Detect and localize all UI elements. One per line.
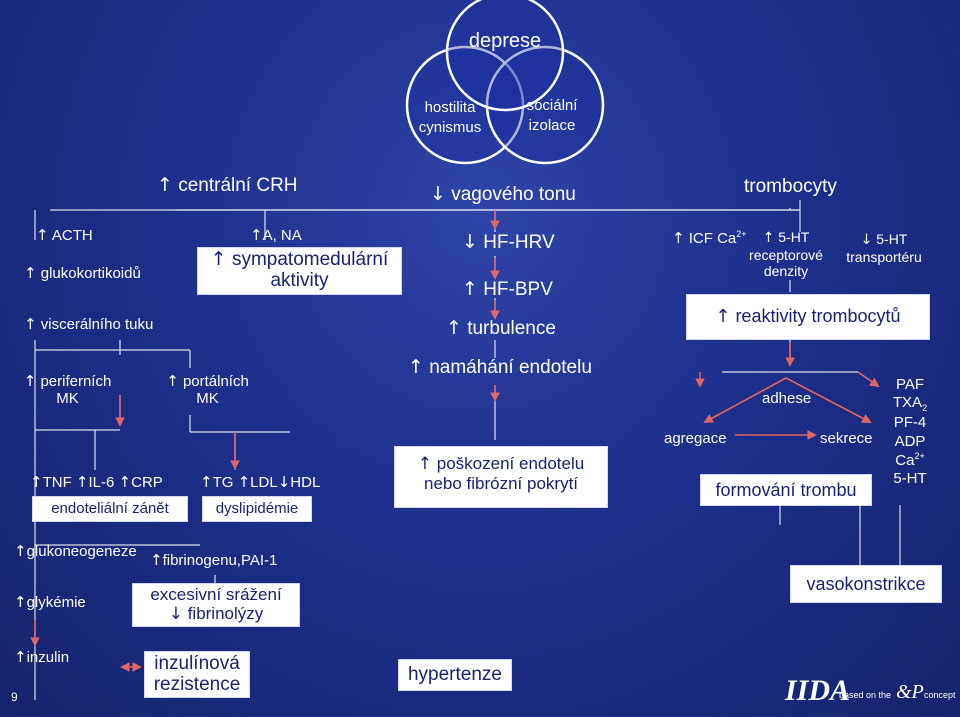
turbulence: ↑ turbulence xyxy=(446,317,556,339)
logo-brand: IIDA xyxy=(784,674,850,707)
vasoconstriction-box: vasokonstrikce xyxy=(790,565,942,603)
logo-ampersand: &P xyxy=(896,681,924,703)
up-icon: ↑ xyxy=(237,473,251,491)
up-icon: ↑ xyxy=(200,473,213,491)
up-icon: ↑ xyxy=(36,226,49,244)
glycemia-label: ↑glykémie xyxy=(14,593,86,611)
logo-based-on: based on the xyxy=(839,690,891,700)
fibrinogen-label: ↑fibrinogenu,PAI-1 xyxy=(150,551,278,569)
mediators-list: PAF TXA2 PF-4 ADP Ca2+ 5-HT xyxy=(892,376,928,488)
iida-logo: IIDA based on the &P concept xyxy=(781,668,956,712)
up-icon: ↑ xyxy=(210,248,227,270)
up-icon: ↑ xyxy=(14,542,27,560)
peripheral-mk-label: ↑ periferních MK xyxy=(23,372,112,408)
up-icon: ↑ xyxy=(715,306,731,327)
up-icon: ↑ xyxy=(118,473,132,491)
platelets-title: trombocyty xyxy=(744,176,837,197)
down-icon: ↓ xyxy=(277,473,291,491)
icf-ca-label: ↑ ICF Ca2+ xyxy=(672,229,747,247)
vagal-tone: ↓ vagového tonu xyxy=(430,183,576,205)
inflammation-markers: ↑TNF ↑IL-6 ↑CRP xyxy=(30,473,163,491)
endothelial-stress: ↑ namáhání endotelu xyxy=(408,356,592,378)
adhesion-label: adhese xyxy=(762,390,812,407)
up-icon: ↑ xyxy=(157,174,173,196)
hf-hrv: ↓ HF-HRV xyxy=(462,231,555,253)
reactivity-box: ↑ reaktivity trombocytů xyxy=(686,294,930,340)
secretion-label: sekrece xyxy=(820,430,873,447)
acth-label: ↑ ACTH xyxy=(36,226,93,244)
up-icon: ↑ xyxy=(23,372,37,390)
up-icon: ↑ xyxy=(30,473,43,491)
down-icon: ↓ xyxy=(860,232,873,248)
up-icon: ↑ xyxy=(408,356,424,378)
visceral-fat-label: ↑ viscerálního tuku xyxy=(24,315,154,333)
up-icon: ↑ xyxy=(446,317,462,339)
down-icon: ↓ xyxy=(430,183,446,205)
up-icon: ↑ xyxy=(762,230,775,246)
sympathetic-box: ↑ sympatomedulární aktivity xyxy=(197,247,402,295)
down-icon: ↓ xyxy=(462,231,478,253)
logo-concept: concept xyxy=(924,690,956,700)
thrombus-box: formování trombu xyxy=(700,474,872,506)
portal-mk-label: ↑ portálních MK xyxy=(166,372,249,408)
up-icon: ↑ xyxy=(250,226,263,244)
up-icon: ↑ xyxy=(150,551,163,569)
insulin-label: ↑inzulin xyxy=(14,648,70,666)
coagulation-box: excesivní srážení ↓ fibrinolýzy xyxy=(132,583,300,627)
up-icon: ↑ xyxy=(24,264,37,282)
hypertension-box: hypertenze xyxy=(398,659,512,691)
inflammation-box: endoteliální zánět xyxy=(32,496,188,522)
up-icon: ↑ xyxy=(672,229,685,247)
up-icon: ↑ xyxy=(14,648,27,666)
down-icon: ↓ xyxy=(168,604,183,625)
logo-graphic: IIDA based on the &P concept xyxy=(784,674,956,707)
transporter-5ht-label: ↓ 5-HT transportéru xyxy=(846,231,922,265)
lipid-markers: ↑TG ↑LDL↓HDL xyxy=(200,473,321,491)
central-crh: ↑ centrální CRH xyxy=(157,174,298,196)
up-icon: ↑ xyxy=(24,315,37,333)
page-number: 9 xyxy=(11,690,18,704)
up-icon: ↑ xyxy=(462,278,478,300)
gluconeogenesis-label: ↑glukoneogeneze xyxy=(14,542,137,560)
up-icon: ↑ xyxy=(75,473,89,491)
up-icon: ↑ xyxy=(166,372,179,390)
glucocorticoids-label: ↑ glukokortikoidů xyxy=(24,264,141,282)
dyslipidemia-box: dyslipidémie xyxy=(202,496,312,522)
venn-depression: deprese xyxy=(468,30,542,52)
hf-bpv: ↑ HF-BPV xyxy=(462,278,553,300)
venn-circles xyxy=(405,0,605,165)
an-label: ↑A, NA xyxy=(250,226,302,244)
endothelial-damage-box: ↑ poškození endotelu nebo fibrózní pokry… xyxy=(394,446,608,508)
receptor-5ht-label: ↑ 5-HT receptorové denzity xyxy=(749,229,823,280)
up-icon: ↑ xyxy=(14,593,27,611)
aggregation-label: agregace xyxy=(664,430,727,447)
insulin-resistance-box: inzulínová rezistence xyxy=(144,651,250,698)
up-icon: ↑ xyxy=(417,454,433,474)
